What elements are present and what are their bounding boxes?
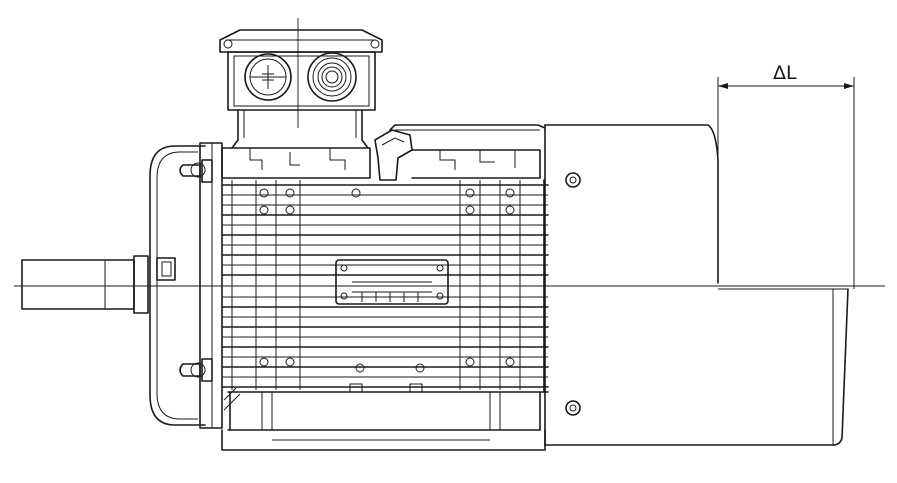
dimension-label: ΔL bbox=[773, 62, 797, 84]
flange bbox=[179, 142, 241, 429]
frame-bolts bbox=[259, 188, 515, 373]
end-shield bbox=[149, 145, 206, 426]
nameplate bbox=[335, 259, 449, 305]
extended-cowl bbox=[544, 288, 849, 446]
dimension-delta-l: ΔL bbox=[717, 62, 855, 289]
arrowhead-right bbox=[844, 83, 854, 89]
mounting-foot bbox=[221, 383, 549, 451]
shaft bbox=[21, 255, 149, 314]
cable-gland-left bbox=[244, 53, 292, 101]
cooling-fins bbox=[221, 179, 549, 393]
terminal-box bbox=[219, 18, 383, 149]
frame-top bbox=[221, 124, 546, 181]
fan-cowl bbox=[544, 124, 719, 446]
cable-gland-right bbox=[307, 52, 357, 102]
arrowhead-left bbox=[718, 83, 728, 89]
